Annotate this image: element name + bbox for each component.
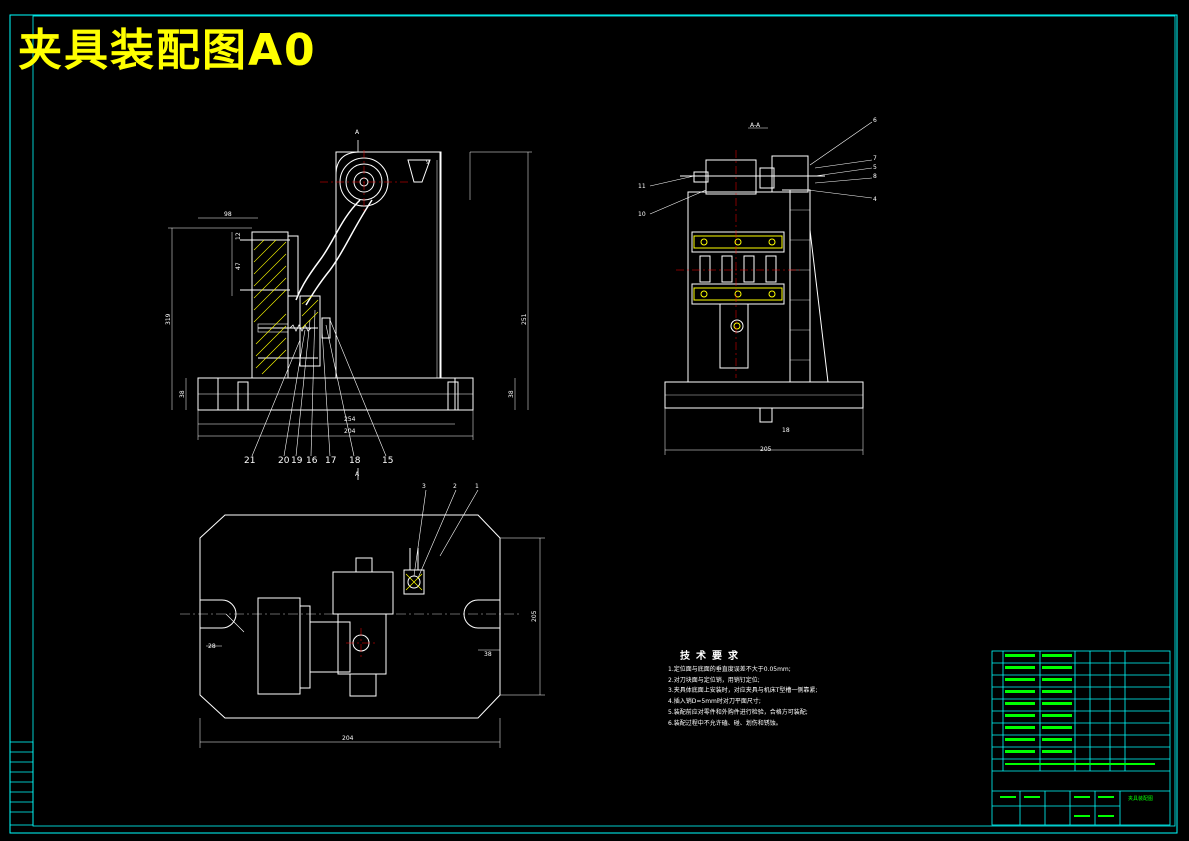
callout-15: 15 (382, 456, 394, 466)
dim-front-98: 98 (224, 211, 232, 218)
dim-top-38: 38 (484, 651, 492, 658)
dim-front-38-right: 38 (508, 390, 515, 398)
callout-5: 5 (873, 164, 877, 171)
sheet-inner-border (32, 15, 1176, 827)
section-label: A-A (750, 122, 761, 129)
callout-11: 11 (638, 183, 646, 190)
technical-requirements: 技术要求 1.定位面与底面的垂直度误差不大于0.05mm; 2.对刀块面与定位销… (668, 651, 818, 730)
dim-top-205: 205 (531, 610, 538, 622)
front-view-centerlines (320, 150, 410, 214)
callout-3: 3 (422, 483, 426, 490)
section-marker-top: A (355, 129, 360, 136)
top-view-centerlines (346, 628, 376, 658)
top-view-accents (405, 573, 423, 591)
dim-top-28: 28 (208, 643, 216, 650)
top-view (199, 489, 545, 748)
dim-front-38-left: 38 (179, 390, 186, 398)
title-block (991, 650, 1171, 826)
tech-item: 1.定位面与底面的垂直度误差不大于0.05mm; (668, 665, 791, 673)
title-block-fill (1000, 654, 1155, 817)
callout-17: 17 (325, 456, 337, 466)
section-marker-bottom: A (355, 471, 360, 478)
left-edge-block (9, 741, 34, 826)
callout-2: 2 (453, 483, 457, 490)
side-view-accents (693, 235, 783, 330)
dim-front-254: 254 (344, 416, 356, 423)
dim-front-251: 251 (521, 313, 528, 325)
sheet-title: 夹具装配图A0 (18, 25, 317, 76)
callout-8: 8 (873, 173, 877, 180)
dim-front-9: 9 (426, 159, 430, 166)
front-view-hatch (253, 239, 319, 375)
side-view (649, 121, 873, 455)
tech-item: 5.装配前应对零件和外购件进行检验，合格方可装配; (668, 708, 808, 716)
callout-10: 10 (638, 211, 646, 218)
tech-title: 技术要求 (680, 651, 744, 662)
callout-18: 18 (349, 456, 361, 466)
callout-20: 20 (278, 456, 290, 466)
title-block-drawing-name: 夹具装配图 (1128, 796, 1154, 802)
callout-4: 4 (873, 196, 877, 203)
side-view-centerlines (676, 150, 800, 378)
callout-21: 21 (244, 456, 256, 466)
callout-19: 19 (291, 456, 303, 466)
dim-side-205: 205 (760, 446, 772, 453)
dim-side-18: 18 (782, 427, 790, 434)
dim-front-319: 319 (165, 313, 172, 325)
side-view-hatch (665, 209, 863, 396)
callout-6: 6 (873, 117, 877, 124)
dim-front-12: 12 (235, 232, 242, 240)
dim-front-204: 204 (344, 428, 356, 435)
tech-item: 2.对刀块面与定位销，用销钉定位; (668, 676, 760, 684)
callout-7: 7 (873, 155, 877, 162)
tech-item: 4.插入销D=5mm时对刀平面尺寸; (668, 698, 761, 706)
tech-item: 6.装配过程中不允许磕、碰、划伤和锈蚀。 (668, 719, 782, 727)
sheet-outer-border (9, 14, 1178, 834)
callout-16: 16 (306, 456, 318, 466)
dim-front-47: 47 (235, 262, 242, 270)
callout-1: 1 (475, 483, 479, 490)
tech-item: 3.夹具体底面上安装时，对应夹具与机床T型槽一侧靠紧; (668, 687, 818, 695)
dim-top-204: 204 (342, 735, 354, 742)
